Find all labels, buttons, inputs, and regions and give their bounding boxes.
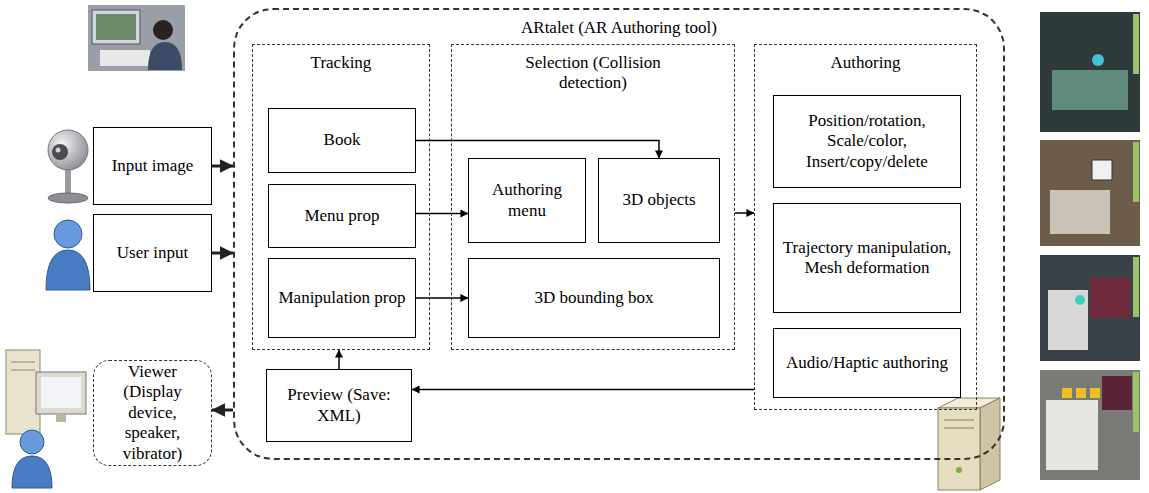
- photo-body: [148, 42, 182, 70]
- server-led: [956, 467, 962, 473]
- pc-drive: [11, 370, 35, 371]
- server-slot: [944, 428, 974, 429]
- group-heading: Selection (Collision detection): [508, 53, 678, 94]
- group-heading: Authoring: [755, 53, 976, 73]
- process-box: Trajectory manipulation, Mesh deformatio…: [773, 203, 961, 313]
- screenshot-detail: [1052, 70, 1128, 110]
- box-label: Position/rotation, Scale/color, Insert/c…: [782, 111, 952, 172]
- box-label: Menu prop: [304, 206, 379, 226]
- process-box: Audio/Haptic authoring: [773, 328, 961, 398]
- screenshot-detail: [1133, 14, 1139, 74]
- box-label: 3D bounding box: [535, 288, 654, 308]
- connector-arrow: [735, 212, 754, 214]
- screenshot-detail: [1092, 54, 1104, 66]
- box-label: User input: [117, 243, 188, 263]
- process-box: Authoring menu: [468, 158, 586, 243]
- photo-screen: [96, 14, 136, 40]
- connector-arrow: [416, 213, 468, 215]
- process-box: 3D objects: [598, 158, 720, 243]
- process-box: 3D bounding box: [468, 258, 720, 338]
- process-box: Menu prop: [268, 184, 416, 248]
- group-heading: ARtalet (AR Authoring tool): [235, 18, 1003, 38]
- server-front: [938, 408, 980, 490]
- computer-icon: [6, 350, 86, 488]
- connector-arrow: [212, 252, 233, 255]
- pc-screen: [41, 377, 81, 408]
- photo-monitor: [92, 10, 140, 44]
- pc-monitor: [36, 372, 86, 414]
- screenshot-detail: [1076, 388, 1086, 398]
- connector-arrow: [416, 297, 468, 299]
- connector-arrow: [212, 409, 233, 412]
- viewer-user-head: [20, 430, 44, 454]
- box-label: Preview (Save: XML): [275, 385, 403, 426]
- screenshot: [1040, 12, 1140, 132]
- box-label: Authoring menu: [477, 180, 577, 221]
- screenshot: [1040, 140, 1140, 246]
- screenshot-detail: [1133, 257, 1139, 317]
- tool-boundary: ARtalet (AR Authoring tool) TrackingBookM…: [233, 8, 1005, 460]
- process-box: Book: [268, 108, 416, 173]
- user-icon: [46, 220, 90, 290]
- screenshot-detail: [1075, 295, 1085, 305]
- server-slot: [944, 420, 974, 421]
- viewer-user-body: [12, 456, 52, 488]
- connector-arrow: [416, 141, 659, 159]
- webcam-icon: [48, 130, 88, 203]
- box-label: Trajectory manipulation, Mesh deformatio…: [782, 238, 952, 279]
- photo-book: [100, 50, 150, 66]
- module-group: Selection (Collision detection) Authoring…: [451, 44, 735, 350]
- screenshot-detail: [1133, 142, 1139, 202]
- pc-tower: [6, 350, 40, 434]
- screenshot-detail: [1090, 278, 1130, 318]
- module-group: AuthoringPosition/rotation, Scale/color,…: [754, 44, 977, 410]
- screenshot-detail: [1062, 388, 1072, 398]
- screenshot-detail: [1048, 290, 1088, 350]
- screenshot-detail: [1050, 190, 1110, 234]
- box-label: Book: [324, 130, 361, 150]
- photo-frame: [88, 5, 185, 71]
- process-box: Position/rotation, Scale/color, Insert/c…: [773, 95, 961, 188]
- screenshot-detail: [1090, 388, 1100, 398]
- input-box: User input: [93, 214, 212, 292]
- webcam-body: [48, 130, 88, 170]
- screenshot: [1040, 370, 1140, 480]
- screenshot-detail: [1133, 372, 1139, 432]
- box-label: Manipulation prop: [278, 288, 405, 308]
- output-box: Viewer (Display device, speaker, vibrato…: [93, 360, 212, 466]
- webcam-lens: [52, 144, 68, 160]
- process-box: Preview (Save: XML): [266, 369, 412, 442]
- user-body: [46, 250, 90, 290]
- screenshot-detail: [1046, 400, 1098, 470]
- screenshot: [1040, 255, 1140, 361]
- connector-arrow: [212, 165, 233, 168]
- screenshot-detail: [1092, 160, 1112, 180]
- box-label: Audio/Haptic authoring: [786, 353, 948, 373]
- box-label: Viewer (Display device, speaker, vibrato…: [102, 362, 203, 464]
- module-group: TrackingBookMenu propManipulation prop: [252, 44, 430, 350]
- user-head: [54, 220, 82, 248]
- user-photo: [88, 5, 185, 71]
- webcam-glint: [56, 148, 61, 153]
- pc-stand: [56, 414, 66, 422]
- box-label: Input image: [112, 156, 194, 176]
- webcam-base: [48, 193, 88, 203]
- connector-arrow: [338, 350, 340, 369]
- connector-arrow: [412, 389, 754, 391]
- process-box: Manipulation prop: [268, 258, 416, 338]
- input-box: Input image: [93, 127, 212, 205]
- screenshots: [1040, 12, 1140, 480]
- server-icon: [938, 398, 1000, 490]
- box-label: 3D objects: [622, 190, 695, 210]
- photo-head: [153, 20, 173, 40]
- group-heading: Tracking: [253, 53, 429, 73]
- pc-drive: [11, 362, 35, 363]
- screenshot-detail: [1102, 376, 1132, 410]
- server-side: [980, 398, 1000, 490]
